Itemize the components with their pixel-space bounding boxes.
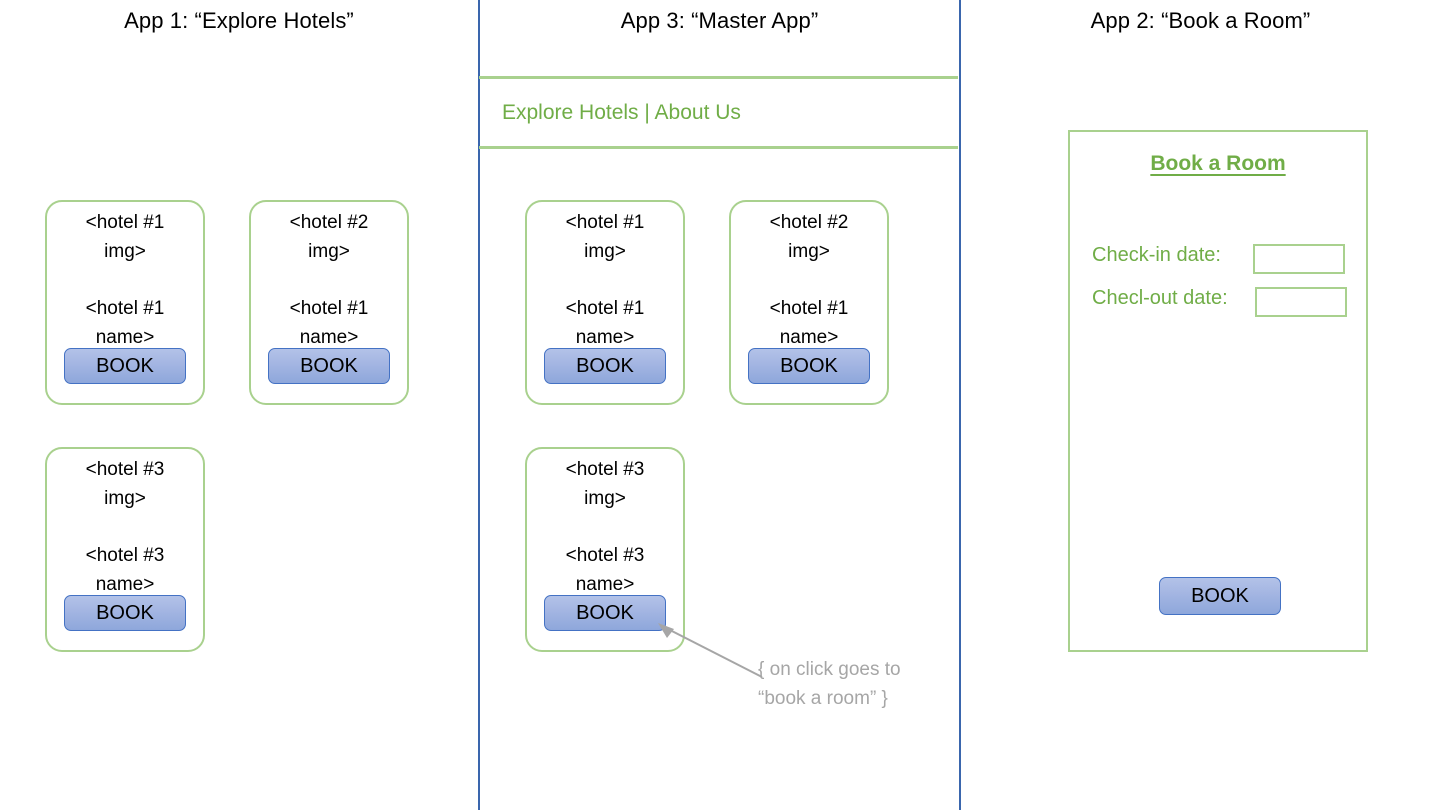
panel-title-app2: App 2: “Book a Room” (1090, 8, 1311, 33)
checkin-date-input[interactable] (1253, 244, 1345, 274)
hotel-card[interactable]: <hotel #2 img> <hotel #1 name> BOOK (729, 200, 889, 405)
booking-form-panel: Book a Room Check-in date: Checl-out dat… (1068, 130, 1368, 652)
checkout-date-input[interactable] (1255, 287, 1347, 317)
book-button[interactable]: BOOK (268, 348, 390, 384)
checkout-label: Checl-out date: (1092, 287, 1228, 309)
hotel-name-placeholder: <hotel #1 name> (85, 298, 165, 348)
panel-app3-master-app: App 3: “Master App” Explore Hotels | Abo… (479, 0, 959, 810)
book-button[interactable]: BOOK (544, 595, 666, 631)
hotel-image-placeholder: <hotel #3 img> (85, 459, 165, 509)
panel-title-app1: App 1: “Explore Hotels” (124, 8, 354, 33)
navigation-bar: Explore Hotels | About Us (479, 76, 958, 149)
panel-title-app3: App 3: “Master App” (620, 8, 819, 33)
hotel-image-placeholder: <hotel #1 img> (85, 212, 165, 262)
hotel-card[interactable]: <hotel #2 img> <hotel #1 name> BOOK (249, 200, 409, 405)
panel-app1-explore-hotels: App 1: “Explore Hotels” <hotel #1 img> <… (0, 0, 478, 810)
hotel-card[interactable]: <hotel #1 img> <hotel #1 name> BOOK (525, 200, 685, 405)
checkout-field-row: Checl-out date: (1070, 287, 1366, 317)
booking-form-heading: Book a Room (1150, 152, 1286, 175)
book-button[interactable]: BOOK (1159, 577, 1281, 615)
hotel-image-placeholder: <hotel #2 img> (289, 212, 369, 262)
book-button[interactable]: BOOK (748, 348, 870, 384)
hotel-name-placeholder: <hotel #1 name> (769, 298, 849, 348)
book-button[interactable]: BOOK (64, 348, 186, 384)
hotel-name-placeholder: <hotel #1 name> (565, 298, 645, 348)
hotel-card[interactable]: <hotel #3 img> <hotel #3 name> BOOK (525, 447, 685, 652)
panel-divider-left (478, 0, 480, 810)
hotel-image-placeholder: <hotel #1 img> (565, 212, 645, 262)
panel-app2-book-a-room: App 2: “Book a Room” Book a Room Check-i… (961, 0, 1440, 810)
hotel-card[interactable]: <hotel #3 img> <hotel #3 name> BOOK (45, 447, 205, 652)
nav-links[interactable]: Explore Hotels | About Us (502, 100, 741, 124)
annotation-arrow-icon (658, 623, 763, 678)
book-button[interactable]: BOOK (64, 595, 186, 631)
checkin-field-row: Check-in date: (1070, 244, 1366, 274)
book-button[interactable]: BOOK (544, 348, 666, 384)
hotel-name-placeholder: <hotel #3 name> (85, 545, 165, 595)
panel-divider-right (959, 0, 961, 810)
hotel-name-placeholder: <hotel #3 name> (565, 545, 645, 595)
checkin-label: Check-in date: (1092, 244, 1221, 266)
hotel-name-placeholder: <hotel #1 name> (289, 298, 369, 348)
annotation-text: { on click goes to “book a room” } (758, 659, 901, 709)
hotel-image-placeholder: <hotel #3 img> (565, 459, 645, 509)
hotel-card[interactable]: <hotel #1 img> <hotel #1 name> BOOK (45, 200, 205, 405)
hotel-image-placeholder: <hotel #2 img> (769, 212, 849, 262)
